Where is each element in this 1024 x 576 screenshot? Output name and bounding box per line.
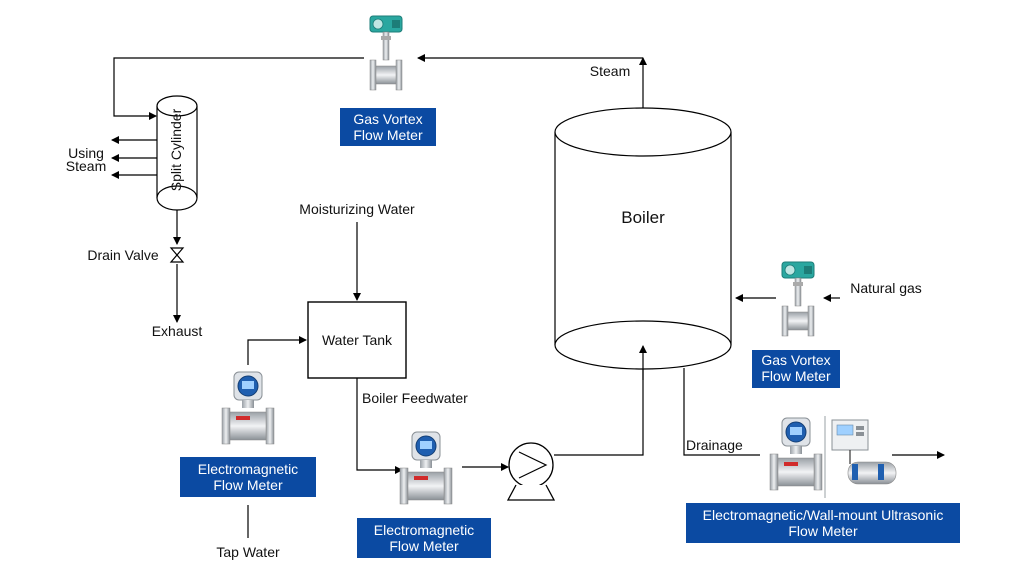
boiler-label: Boiler — [621, 208, 665, 227]
steam-to-cylinder-line — [113, 57, 364, 120]
pump-icon — [506, 442, 556, 501]
water-tank — [307, 301, 407, 379]
electromagnetic-flow-meter-icon — [399, 431, 453, 505]
vortex-flow-meter-icon — [369, 15, 403, 91]
natural-gas-label: Natural gas — [850, 280, 922, 296]
moisturizing-water-label: Moisturizing Water — [299, 201, 415, 217]
tap-water-label: Tap Water — [216, 544, 280, 560]
split-cylinder: Split Cylinder — [156, 95, 198, 211]
electromagnetic-flow-meter-icon — [221, 371, 275, 445]
badge-line1: Gas Vortex — [761, 352, 830, 368]
drain-valve-label: Drain Valve — [87, 247, 159, 263]
using-steam-label-line2: Steam — [66, 158, 106, 174]
badge-line1: Electromagnetic — [374, 522, 474, 538]
electromagnetic-flow-meter-icon — [769, 417, 823, 491]
electromagnetic-ultrasonic-badge: Electromagnetic/Wall-mount Ultrasonic Fl… — [686, 503, 960, 543]
badge-line2: Flow Meter — [389, 538, 459, 554]
badge-line2: Flow Meter — [761, 368, 831, 384]
water-tank-label: Water Tank — [322, 332, 393, 348]
gas-vortex-badge-top: Gas Vortex Flow Meter — [340, 108, 436, 146]
electromagnetic-badge-left: Electromagnetic Flow Meter — [180, 457, 316, 497]
drainage-label: Drainage — [686, 437, 743, 453]
split-cylinder-label: Split Cylinder — [168, 108, 184, 191]
boiler-feedwater-label: Boiler Feedwater — [362, 390, 468, 406]
using-steam-label-line1: Using — [68, 145, 104, 161]
steam-label: Steam — [590, 63, 630, 79]
exhaust-label: Exhaust — [152, 323, 203, 339]
drainage-line — [683, 368, 760, 456]
badge-line2: Flow Meter — [788, 523, 858, 539]
electromagnetic-badge-center: Electromagnetic Flow Meter — [357, 518, 491, 558]
pump-to-boiler-line — [554, 343, 647, 456]
vortex-flow-meter-icon — [781, 261, 815, 337]
badge-line1: Gas Vortex — [353, 111, 422, 127]
boiler — [554, 107, 732, 370]
badge-line1: Electromagnetic/Wall-mount Ultrasonic — [703, 507, 944, 523]
gas-vortex-badge-right: Gas Vortex Flow Meter — [752, 350, 840, 388]
tap-water-line — [247, 336, 307, 365]
badge-line2: Flow Meter — [353, 127, 423, 143]
drain-valve-icon — [169, 247, 185, 263]
feedwater-line — [356, 378, 403, 474]
badge-line2: Flow Meter — [213, 477, 283, 493]
badge-line1: Electromagnetic — [198, 461, 298, 477]
ultrasonic-flow-meter-icon — [831, 419, 897, 485]
